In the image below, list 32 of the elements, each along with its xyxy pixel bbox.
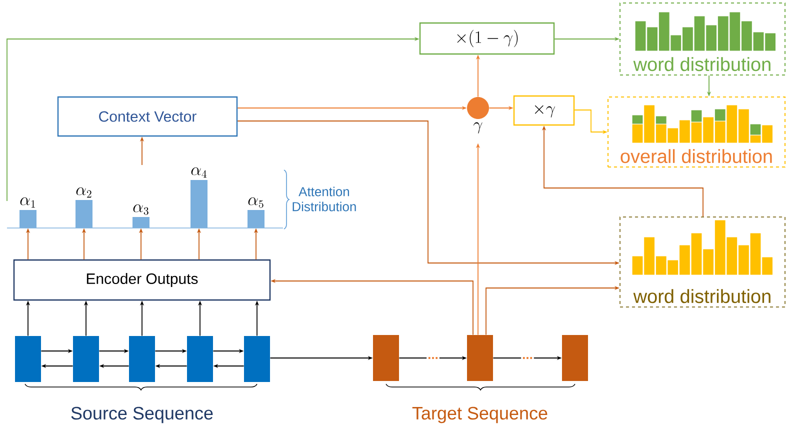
sequence-label: Target Sequence — [412, 406, 548, 424]
operation-box: $\times \gamma$ — [513, 95, 575, 126]
decoder-cell — [467, 335, 493, 381]
encoder-cell — [244, 336, 270, 382]
attention-bar — [190, 180, 208, 228]
symbol-label: $\alpha_2$ — [76, 187, 92, 198]
encoder-cell — [187, 336, 213, 382]
symbol-label: $\gamma$ — [473, 122, 482, 134]
sequence-label: Source Sequence — [71, 406, 213, 424]
symbol-label: $\alpha_3$ — [133, 204, 148, 215]
decoder-cell — [373, 335, 399, 381]
edge-label: ... — [426, 356, 440, 360]
process-box: Encoder Outputs — [13, 259, 271, 301]
attention-bar — [132, 217, 150, 228]
annotation-text: Attention Distribution — [292, 186, 356, 212]
encoder-cell — [129, 336, 155, 382]
gate-circle — [467, 97, 489, 119]
encoder-cell — [15, 336, 41, 382]
edge-label: ... — [521, 356, 534, 360]
attention-bar — [76, 200, 92, 228]
encoder-cell — [73, 336, 99, 382]
attention-bar — [20, 210, 36, 228]
operation-box: $\times (1-\gamma)$ — [419, 22, 555, 55]
attention-bar — [248, 210, 264, 228]
distribution-box: word distribution — [620, 216, 786, 308]
process-box: Context Vector — [57, 96, 238, 137]
distribution-box: overall distribution — [608, 96, 786, 168]
distribution-box: word distribution — [620, 2, 786, 76]
decoder-cell — [562, 335, 588, 381]
symbol-label: $\alpha_5$ — [248, 197, 264, 208]
symbol-label: $\alpha_4$ — [191, 167, 207, 178]
symbol-label: $\alpha_1$ — [20, 197, 35, 208]
